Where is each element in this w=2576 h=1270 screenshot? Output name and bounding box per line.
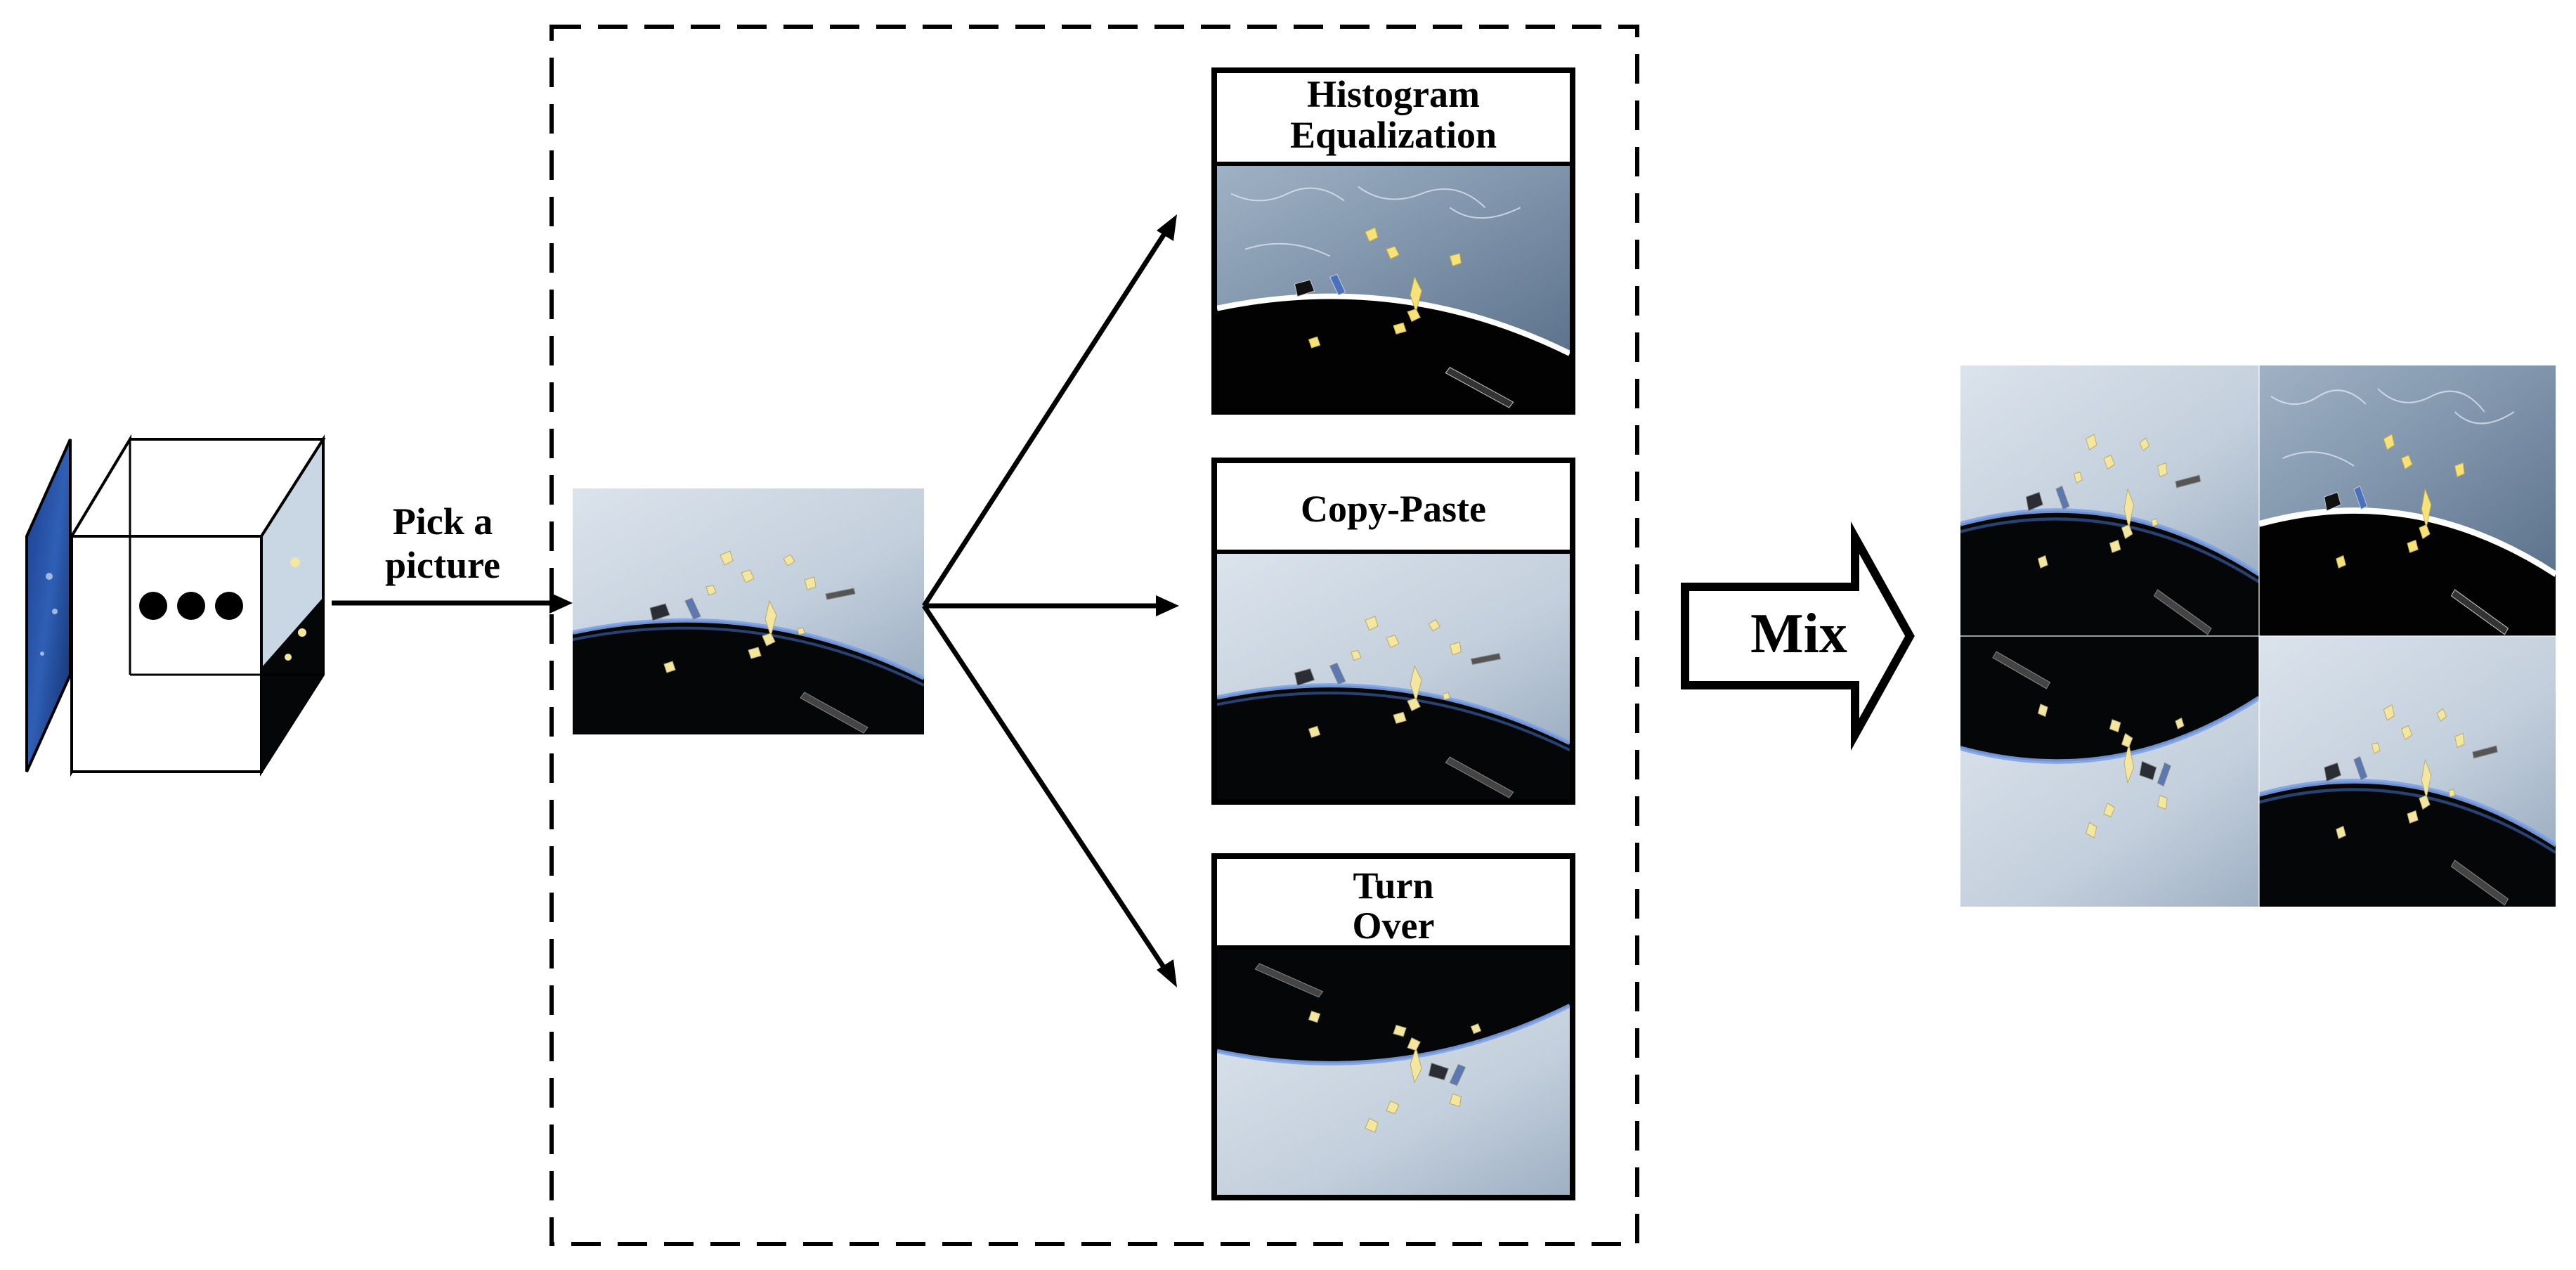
mosaic-tile-top-left bbox=[1960, 365, 2259, 636]
arrowhead-middle bbox=[1156, 595, 1179, 616]
card-3-title-line2: Over bbox=[1353, 905, 1435, 947]
mosaic-tile-top-right bbox=[2259, 365, 2556, 636]
mix-arrow: Mix bbox=[1681, 521, 1915, 751]
arrowhead-bottom bbox=[1157, 959, 1177, 987]
pick-label-line2: picture bbox=[385, 544, 500, 586]
mosaic-tile-bottom-left bbox=[1960, 636, 2259, 907]
input-frame-stack bbox=[25, 434, 326, 777]
card-1-title-line1: Histogram bbox=[1307, 73, 1480, 115]
mixed-output-mosaic bbox=[1960, 365, 2556, 907]
cube-front-face bbox=[70, 535, 263, 773]
arrowhead-top bbox=[1157, 214, 1177, 241]
frame-1-texture bbox=[40, 573, 58, 656]
card-2-title-line1: Copy-Paste bbox=[1301, 488, 1486, 530]
card-1-title-line2: Equalization bbox=[1290, 114, 1497, 156]
pick-arrowhead bbox=[549, 592, 573, 614]
card-turn-over: Turn Over bbox=[1211, 853, 1575, 1200]
card-3-title-line1: Turn bbox=[1353, 864, 1433, 907]
picked-image bbox=[573, 488, 924, 734]
augmentation-box bbox=[549, 25, 1639, 1246]
ellipsis-dot-3 bbox=[215, 592, 243, 620]
ellipsis-dot-2 bbox=[177, 592, 205, 620]
mix-label: Mix bbox=[1750, 603, 1847, 665]
branch-arrows bbox=[922, 214, 1179, 987]
frame-1 bbox=[25, 439, 72, 772]
pick-label-line1: Pick a bbox=[393, 500, 493, 543]
ellipsis-dot-1 bbox=[139, 592, 167, 620]
card-histogram-equalization: Histogram Equalization bbox=[1211, 67, 1575, 415]
card-copy-paste: Copy-Paste bbox=[1211, 458, 1575, 805]
mosaic-tile-bottom-right bbox=[2259, 636, 2556, 907]
